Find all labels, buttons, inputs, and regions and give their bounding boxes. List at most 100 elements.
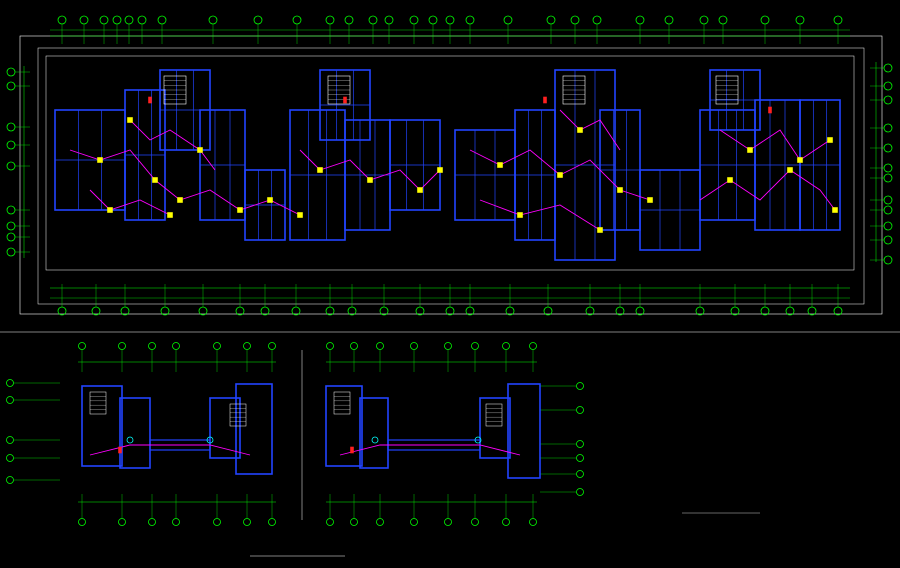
light-fixture-icon <box>832 207 838 213</box>
axis-bubble-detail-top <box>243 342 251 350</box>
detail-unit-wall <box>325 385 363 467</box>
axis-bubble-top <box>208 15 218 25</box>
light-fixture-icon <box>97 157 103 163</box>
axis-bubble-detail-right <box>576 488 584 496</box>
light-fixture-icon <box>497 162 503 168</box>
axis-bubble-top <box>635 15 645 25</box>
light-fixture-icon <box>437 167 443 173</box>
axis-bubble-top <box>124 15 134 25</box>
panel-box-icon <box>148 96 152 104</box>
axis-bubble-detail-top <box>529 342 537 350</box>
axis-bubble-detail-bottom <box>444 518 452 526</box>
light-fixture-icon <box>152 177 158 183</box>
light-fixture-icon <box>167 212 173 218</box>
axis-bubble-top <box>137 15 147 25</box>
axis-bubble-top <box>368 15 378 25</box>
panel-box-icon <box>118 446 122 454</box>
light-fixture-icon <box>317 167 323 173</box>
axis-bubble-top <box>253 15 263 25</box>
axis-bubble-right <box>883 221 893 231</box>
axis-bubble-detail-right <box>576 440 584 448</box>
axis-bubble-detail-bottom <box>243 518 251 526</box>
axis-bubble-detail-top <box>376 342 384 350</box>
axis-bubble-left <box>6 140 16 150</box>
axis-bubble-right <box>883 95 893 105</box>
axis-bubble-detail-right <box>576 454 584 462</box>
light-fixture-icon <box>827 137 833 143</box>
axis-bubble-detail-top <box>172 342 180 350</box>
detail-stair-core <box>485 403 503 427</box>
axis-bubble-detail-bottom <box>172 518 180 526</box>
axis-bubble-detail-left <box>6 436 14 444</box>
axis-bubble-detail-top <box>326 342 334 350</box>
axis-bubble-right <box>883 255 893 265</box>
axis-bubble-top <box>465 15 475 25</box>
axis-bubble-left <box>6 122 16 132</box>
axis-bubble-detail-bottom <box>78 518 86 526</box>
wiring-run <box>719 129 831 161</box>
wiring-run <box>89 444 251 456</box>
detail-unit-wall <box>507 383 541 479</box>
axis-bubble-right <box>883 205 893 215</box>
electrical-wiring <box>69 109 836 456</box>
light-fixtures <box>97 96 838 454</box>
panel-box-icon <box>543 96 547 104</box>
light-fixture-icon <box>597 227 603 233</box>
axis-bubble-detail-top <box>148 342 156 350</box>
detail-fixture-icon <box>206 436 214 444</box>
axis-bubble-detail-bottom <box>529 518 537 526</box>
axis-bubble-detail-left <box>6 379 14 387</box>
light-fixture-icon <box>517 212 523 218</box>
axis-bubble-left <box>6 232 16 242</box>
axis-bubble-right <box>883 195 893 205</box>
detail-stair-core <box>333 391 351 415</box>
axis-bubble-top <box>718 15 728 25</box>
detail-unit-wall <box>119 397 151 469</box>
axis-bubble-detail-bottom <box>471 518 479 526</box>
axis-bubble-detail-right <box>576 382 584 390</box>
light-fixture-icon <box>577 127 583 133</box>
axis-bubble-top <box>445 15 455 25</box>
light-fixture-icon <box>267 197 273 203</box>
axis-bubble-detail-bottom <box>376 518 384 526</box>
axis-bubble-right <box>883 143 893 153</box>
axis-bubble-left <box>6 205 16 215</box>
wiring-run <box>479 199 601 231</box>
axis-bubble-top <box>409 15 419 25</box>
detail-unit-wall <box>479 397 511 459</box>
axis-bubble-detail-bottom <box>410 518 418 526</box>
axis-bubble-top <box>795 15 805 25</box>
axis-bubble-right <box>883 173 893 183</box>
light-fixture-icon <box>197 147 203 153</box>
detail-unit-wall <box>209 397 241 459</box>
axis-bubble-detail-top <box>350 342 358 350</box>
detail-stair-core <box>89 391 107 415</box>
axis-bubble-top <box>546 15 556 25</box>
axis-bubble-top <box>760 15 770 25</box>
axis-bubble-top <box>112 15 122 25</box>
panel-box-icon <box>350 446 354 454</box>
wiring-run <box>559 109 621 151</box>
building-walls <box>54 69 841 479</box>
panel-box-icon <box>768 106 772 114</box>
axis-bubble-top <box>592 15 602 25</box>
light-fixture-icon <box>107 207 113 213</box>
light-fixture-icon <box>727 177 733 183</box>
axis-bubble-detail-right <box>576 406 584 414</box>
light-fixture-icon <box>297 212 303 218</box>
panel-box-icon <box>343 96 347 104</box>
axis-bubble-detail-bottom <box>148 518 156 526</box>
axis-bubble-top <box>570 15 580 25</box>
axis-bubble-top <box>99 15 109 25</box>
axis-bubble-detail-right <box>576 470 584 478</box>
light-fixture-icon <box>617 187 623 193</box>
light-fixture-icon <box>177 197 183 203</box>
axis-bubble-detail-top <box>268 342 276 350</box>
axis-bubble-left <box>6 161 16 171</box>
axis-bubble-top <box>157 15 167 25</box>
axis-bubble-right <box>883 163 893 173</box>
axis-bubble-detail-bottom <box>502 518 510 526</box>
axis-bubble-top <box>344 15 354 25</box>
main-plan-mid-frame <box>37 47 865 305</box>
